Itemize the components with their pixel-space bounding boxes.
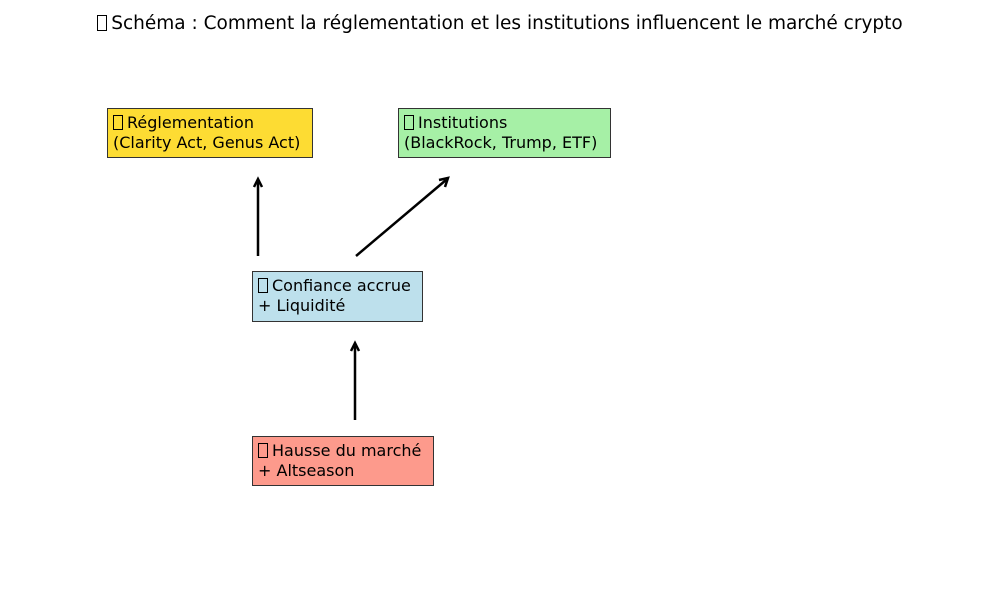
node-reglementation: Réglementation (Clarity Act, Genus Act) xyxy=(107,108,313,158)
missing-glyph-icon xyxy=(258,443,268,458)
missing-glyph-icon xyxy=(113,115,123,130)
node-hausse: Hausse du marché + Altseason xyxy=(252,436,434,486)
missing-glyph-icon xyxy=(404,115,414,130)
node-reglementation-line2: (Clarity Act, Genus Act) xyxy=(113,133,301,152)
node-hausse-label: Hausse du marché xyxy=(272,441,422,460)
missing-glyph-icon xyxy=(97,15,108,31)
node-institutions: Institutions (BlackRock, Trump, ETF) xyxy=(398,108,611,158)
arrowhead-confiance-to-institutions xyxy=(438,176,450,188)
node-reglementation-line1: Réglementation xyxy=(113,113,307,133)
node-reglementation-label: Réglementation xyxy=(127,113,254,132)
diagram-title: Schéma : Comment la réglementation et le… xyxy=(0,12,1000,36)
node-confiance-line2: + Liquidité xyxy=(258,296,346,315)
arrow-confiance-to-institutions xyxy=(355,179,447,257)
missing-glyph-icon xyxy=(258,278,268,293)
arrowhead-confiance-to-reglementation xyxy=(252,176,264,188)
node-confiance-label: Confiance accrue xyxy=(272,276,411,295)
node-confiance-line1: Confiance accrue xyxy=(258,276,417,296)
node-hausse-line1: Hausse du marché xyxy=(258,441,428,461)
node-confiance: Confiance accrue + Liquidité xyxy=(252,271,423,322)
node-institutions-line1: Institutions xyxy=(404,113,605,133)
node-institutions-label: Institutions xyxy=(418,113,508,132)
node-hausse-line2: + Altseason xyxy=(258,461,355,480)
diagram-title-text: Schéma : Comment la réglementation et le… xyxy=(111,13,903,34)
arrowhead-hausse-to-confiance xyxy=(349,340,361,352)
node-institutions-line2: (BlackRock, Trump, ETF) xyxy=(404,133,598,152)
